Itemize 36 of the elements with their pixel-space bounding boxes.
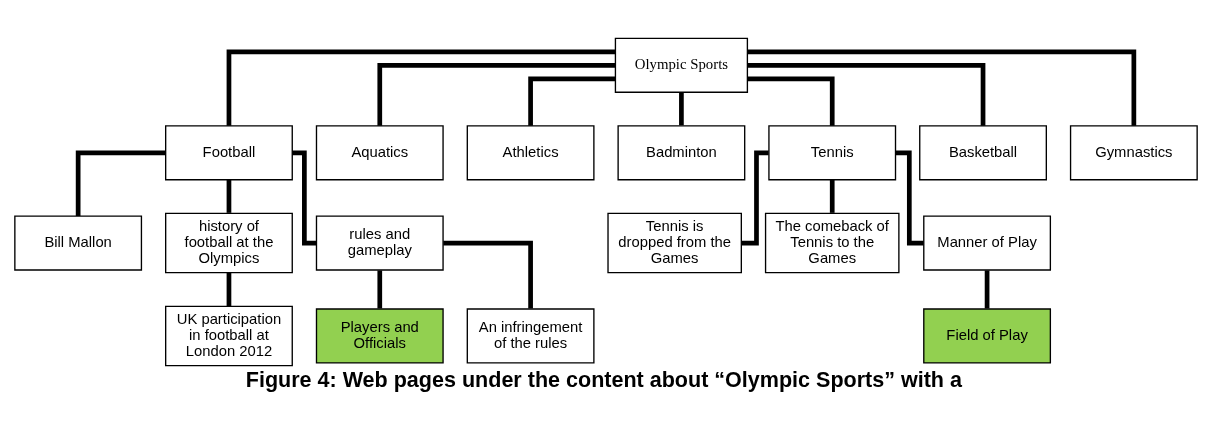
connector	[829, 179, 835, 213]
connector	[741, 150, 769, 245]
node-box: UK participation in football at London 2012	[165, 305, 293, 366]
node-box: Tennis is dropped from the Games	[607, 212, 742, 273]
node-box: Field of Play	[923, 307, 1052, 364]
connector	[226, 49, 616, 126]
connector	[895, 150, 924, 245]
node-box: Bill Mallon	[14, 214, 143, 271]
connector	[75, 150, 166, 216]
connector	[226, 272, 232, 306]
node-box: Athletics	[466, 124, 595, 180]
node-box: Aquatics	[315, 124, 444, 180]
node-box: Gymnastics	[1069, 124, 1198, 180]
connector	[377, 62, 616, 126]
node-box: Players and Officials	[315, 307, 444, 364]
node-box: Basketball	[919, 124, 1047, 180]
connector	[984, 269, 990, 308]
node-box: Tennis	[768, 124, 897, 180]
connector	[747, 62, 986, 126]
caption: Figure 4: Web pages under the content about “Olympic Sports” with a	[245, 367, 962, 392]
connector	[528, 75, 616, 126]
node-box: Badminton	[617, 124, 746, 180]
connector	[292, 150, 317, 245]
connector	[377, 269, 383, 308]
connector	[226, 179, 232, 213]
connector	[679, 92, 684, 125]
node-box: The comeback of Tennis to the Games	[764, 212, 900, 273]
connector	[747, 75, 835, 126]
node-box: Manner of Play	[923, 214, 1052, 271]
node-box: An infringement of the rules	[466, 307, 595, 364]
node-box: Olympic Sports	[614, 37, 749, 93]
connector	[747, 49, 1137, 126]
node-box: rules and gameplay	[315, 214, 444, 271]
node-box: Football	[165, 124, 293, 180]
connector	[443, 240, 533, 309]
node-box: history of football at the Olympics	[165, 212, 293, 273]
